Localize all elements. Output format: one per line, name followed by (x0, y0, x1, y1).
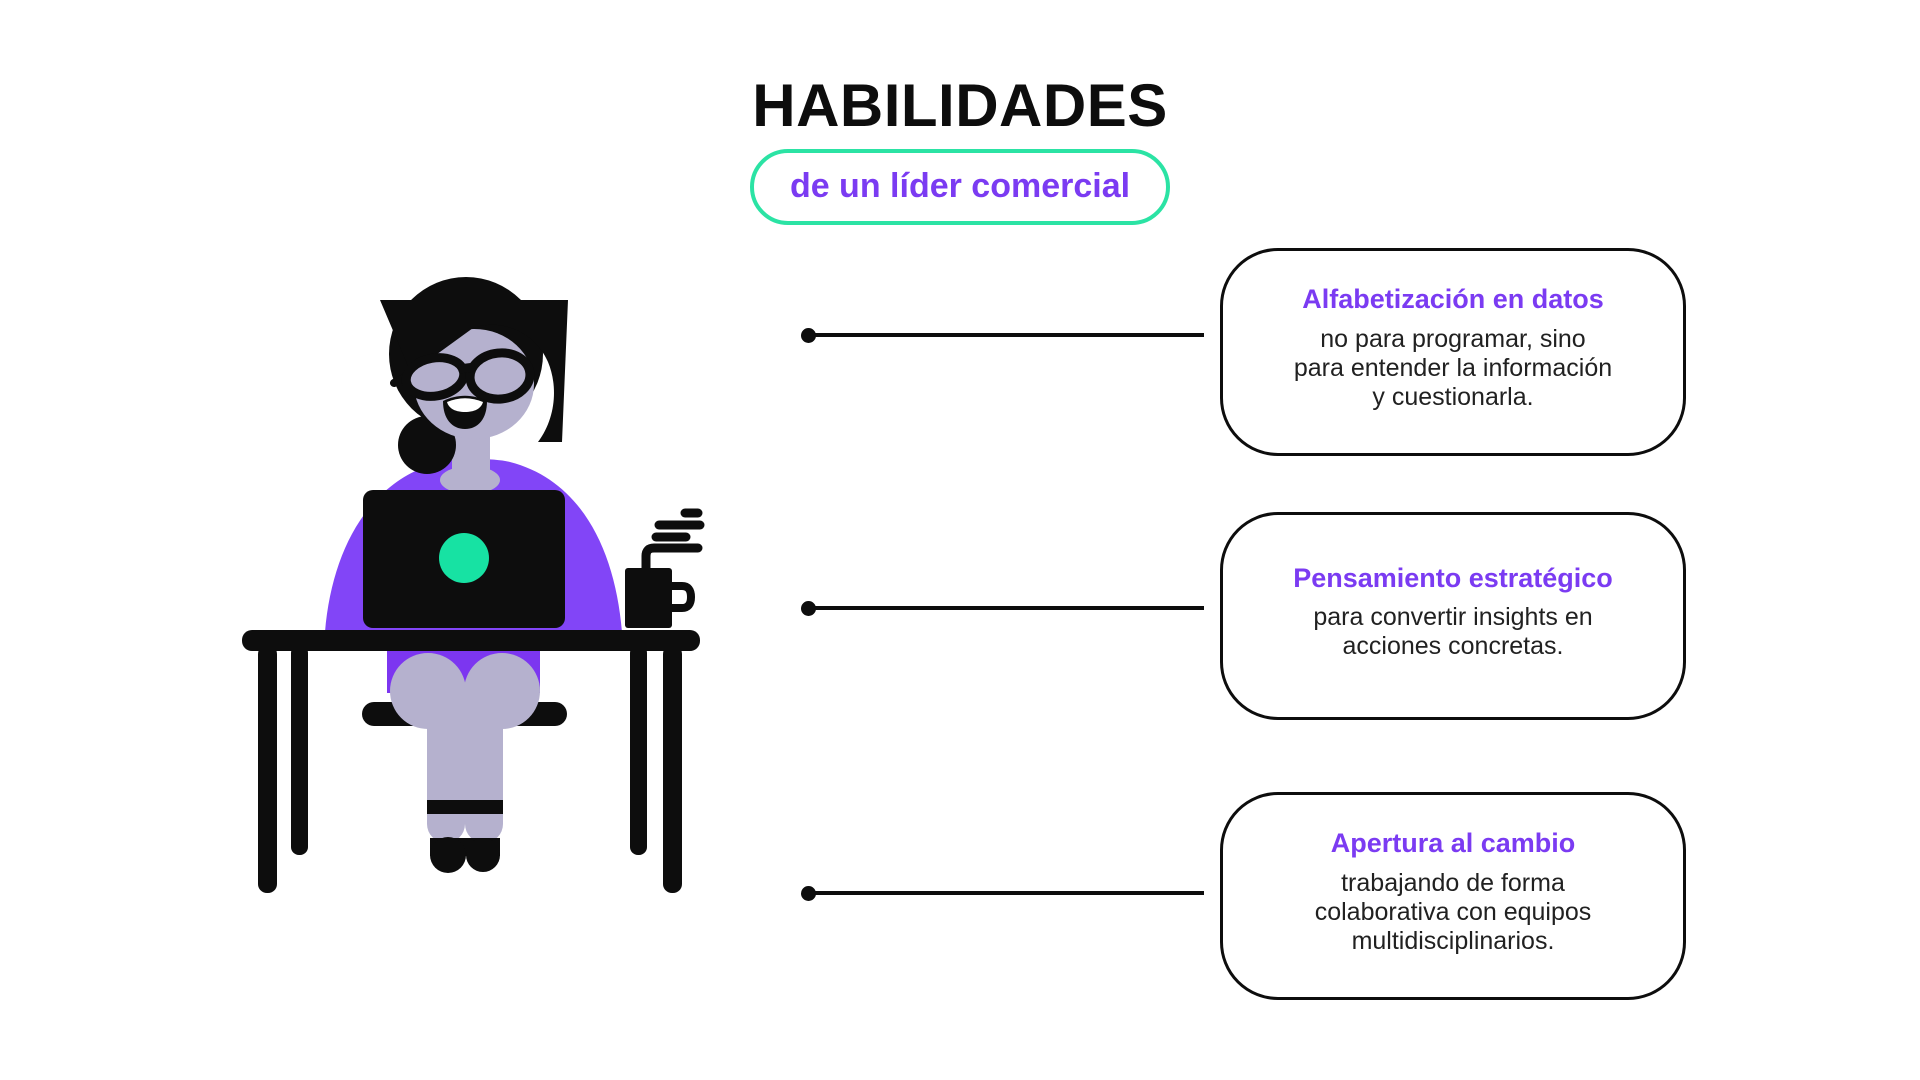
ankle (465, 805, 503, 843)
connector-dot (801, 600, 816, 616)
desk-top (242, 630, 700, 651)
connector-line (801, 885, 1204, 901)
connector-line (801, 327, 1204, 343)
subtitle-pill: de un líder comercial (749, 149, 1171, 225)
hair-bun (398, 416, 456, 474)
desk-leg (258, 645, 277, 893)
card-heading: Apertura al cambio (1330, 828, 1576, 859)
woman-at-laptop-illustration (242, 277, 705, 893)
card-heading: Alfabetización en datos (1302, 284, 1604, 315)
coffee-mug-icon (625, 508, 705, 628)
card-body: para convertir insights en acciones conc… (1313, 603, 1593, 661)
card-heading: Pensamiento estratégico (1293, 562, 1613, 593)
glasses-icon (390, 348, 535, 404)
laptop-logo-dot (439, 533, 489, 583)
page-title: HABILIDADES (752, 72, 1168, 139)
desk-leg (663, 645, 682, 893)
skill-card-openness-to-change: Apertura al cambio trabajando de forma c… (1220, 792, 1686, 1000)
desk-leg (291, 645, 308, 855)
header: HABILIDADES de un líder comercial (0, 74, 1920, 225)
shoes (430, 837, 500, 873)
skill-card-data-literacy: Alfabetización en datos no para programa… (1220, 248, 1686, 456)
ankle (427, 805, 465, 843)
skirt-hem (427, 800, 503, 814)
connector-dot (801, 327, 816, 343)
chest (440, 466, 500, 494)
connector-line (801, 600, 1204, 616)
connector-dot (801, 885, 816, 901)
card-body: no para programar, sino para entender la… (1293, 324, 1613, 411)
teeth (447, 398, 483, 412)
hair-fringe (380, 300, 568, 442)
desk-leg (630, 645, 647, 855)
card-body: trabajando de forma colaborativa con equ… (1314, 868, 1592, 955)
skill-card-strategic-thinking: Pensamiento estratégico para convertir i… (1220, 512, 1686, 720)
